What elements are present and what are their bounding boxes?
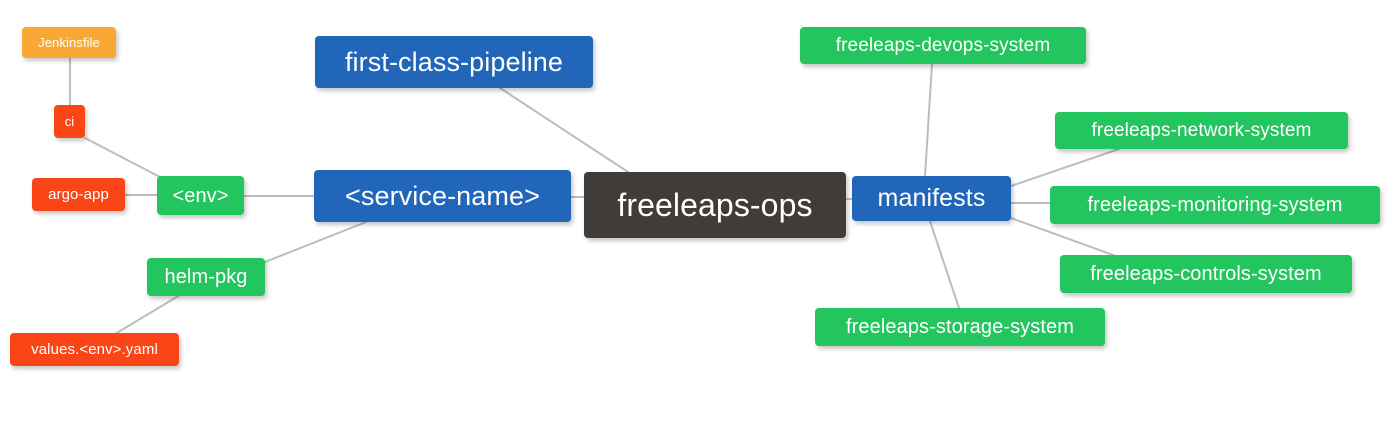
node-storage-system[interactable]: freeleaps-storage-system — [815, 308, 1105, 346]
edge-manifests-to-devops-system — [924, 63, 933, 177]
node-helm-pkg[interactable]: helm-pkg — [147, 258, 265, 296]
node-controls-system[interactable]: freeleaps-controls-system — [1060, 255, 1352, 293]
node-devops-system[interactable]: freeleaps-devops-system — [800, 27, 1086, 64]
node-monitoring-system[interactable]: freeleaps-monitoring-system — [1050, 186, 1380, 224]
node-env[interactable]: <env> — [157, 176, 244, 215]
edge-first-class-pipeline-to-freeleaps-ops — [499, 87, 629, 173]
edge-manifests-to-controls-system — [1010, 217, 1114, 256]
node-values-yaml[interactable]: values.<env>.yaml — [10, 333, 179, 366]
node-freeleaps-ops[interactable]: freeleaps-ops — [584, 172, 846, 238]
edge-helm-pkg-to-values-yaml — [114, 294, 181, 335]
edge-manifests-to-network-system — [1010, 148, 1120, 187]
node-manifests[interactable]: manifests — [852, 176, 1011, 221]
node-network-system[interactable]: freeleaps-network-system — [1055, 112, 1348, 149]
edge-manifests-to-storage-system — [929, 220, 960, 309]
node-first-class-pipeline[interactable]: first-class-pipeline — [315, 36, 593, 88]
edge-service-name-to-helm-pkg — [264, 221, 367, 263]
edge-ci-to-env — [84, 137, 161, 178]
node-argo-app[interactable]: argo-app — [32, 178, 125, 211]
node-service-name[interactable]: <service-name> — [314, 170, 571, 222]
node-ci[interactable]: ci — [54, 105, 85, 138]
node-jenkinsfile[interactable]: Jenkinsfile — [22, 27, 116, 58]
